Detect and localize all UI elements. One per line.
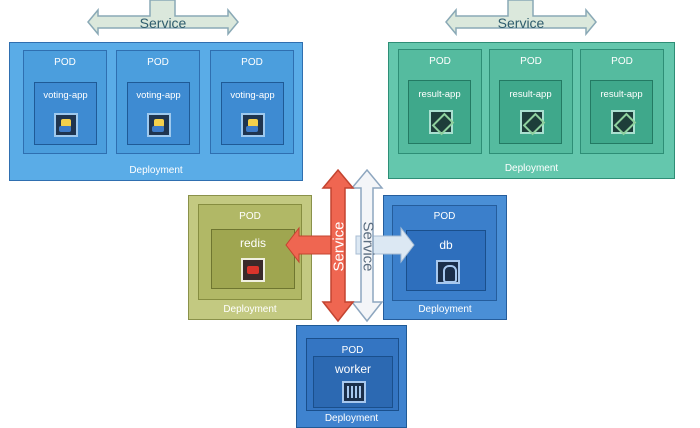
- pod-label: POD: [433, 211, 456, 222]
- db-deployment-label: Deployment: [418, 304, 472, 315]
- redis-icon: [241, 258, 265, 282]
- worker-pod[interactable]: POD worker: [306, 338, 399, 411]
- voting-app-label: voting-app: [43, 90, 88, 101]
- voting-pod-1[interactable]: POD voting-app: [23, 50, 107, 154]
- red-service-label: Service: [330, 221, 348, 272]
- voting-app-container[interactable]: voting-app: [127, 82, 190, 145]
- result-service-label: Service: [497, 15, 545, 31]
- redis-deployment[interactable]: Deployment POD redis: [188, 195, 312, 320]
- voting-pod-3[interactable]: POD voting-app: [210, 50, 294, 154]
- result-app-label: result-app: [509, 89, 552, 100]
- result-app-container[interactable]: result-app: [590, 80, 653, 144]
- white-service-label: Service: [359, 221, 377, 272]
- result-app-label: result-app: [418, 89, 461, 100]
- result-pod-3[interactable]: POD result-app: [580, 49, 664, 154]
- result-app-container[interactable]: result-app: [408, 80, 471, 144]
- voting-app-container[interactable]: voting-app: [34, 82, 97, 145]
- voting-app-container[interactable]: voting-app: [221, 82, 284, 145]
- white-service-arrow: [350, 168, 384, 323]
- redis-pod[interactable]: POD redis: [198, 204, 302, 300]
- pod-label: POD: [147, 57, 169, 68]
- redis-deployment-label: Deployment: [223, 304, 277, 315]
- worker-deployment[interactable]: Deployment POD worker: [296, 325, 407, 428]
- redis-service-arrow: [285, 226, 337, 264]
- python-icon: [241, 113, 265, 137]
- dotnet-icon: [342, 381, 366, 403]
- voting-pod-2[interactable]: POD voting-app: [116, 50, 200, 154]
- db-app-container[interactable]: db: [406, 230, 486, 291]
- redis-app-container[interactable]: redis: [211, 229, 295, 289]
- pod-label: POD: [341, 345, 364, 356]
- voting-app-label: voting-app: [136, 90, 181, 101]
- voting-app-label: voting-app: [230, 90, 275, 101]
- voting-deployment-label: Deployment: [129, 165, 183, 176]
- pod-label: POD: [239, 211, 261, 222]
- result-app-container[interactable]: result-app: [499, 80, 562, 144]
- worker-app-container[interactable]: worker: [313, 356, 393, 408]
- node-icon: [520, 110, 546, 136]
- result-pod-2[interactable]: POD result-app: [489, 49, 573, 154]
- db-app-label: db: [439, 238, 453, 252]
- node-icon: [429, 110, 455, 136]
- pod-label: POD: [429, 56, 451, 67]
- worker-deployment-label: Deployment: [324, 413, 379, 424]
- pod-label: POD: [611, 56, 633, 67]
- python-icon: [54, 113, 78, 137]
- pod-label: POD: [241, 57, 263, 68]
- redis-app-label: redis: [239, 236, 266, 250]
- pod-label: POD: [520, 56, 542, 67]
- postgres-icon: [436, 260, 460, 284]
- worker-app-label: worker: [334, 362, 371, 376]
- python-icon: [147, 113, 171, 137]
- voting-service-label: Service: [139, 15, 187, 31]
- node-icon: [611, 110, 637, 136]
- pod-label: POD: [54, 57, 76, 68]
- result-app-label: result-app: [600, 89, 643, 100]
- red-service-arrow: [321, 168, 355, 323]
- result-deployment-label: Deployment: [504, 163, 559, 174]
- db-pod[interactable]: POD db: [392, 205, 497, 301]
- result-pod-1[interactable]: POD result-app: [398, 49, 482, 154]
